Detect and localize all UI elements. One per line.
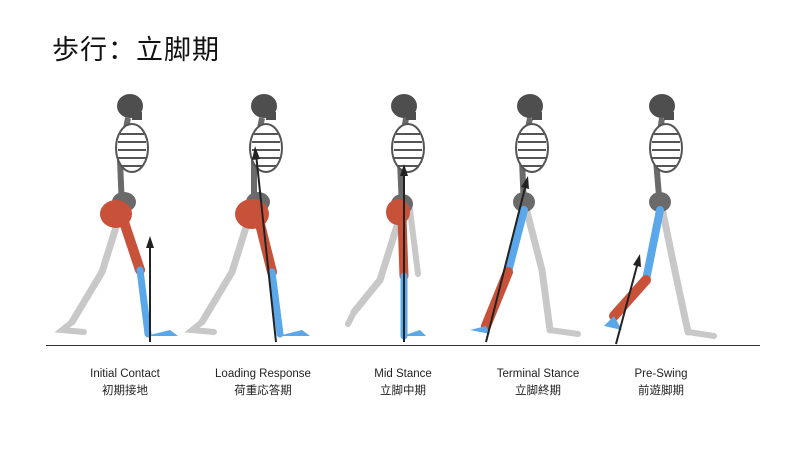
caption-terminal-stance: Terminal Stance 立脚終期 bbox=[463, 366, 613, 399]
caption-mid-stance: Mid Stance 立脚中期 bbox=[328, 366, 478, 399]
caption-ja: 立脚中期 bbox=[380, 383, 426, 397]
caption-ja: 立脚終期 bbox=[515, 383, 561, 397]
caption-pre-swing: Pre-Swing 前遊脚期 bbox=[586, 366, 736, 399]
skeleton-pre-swing bbox=[604, 94, 717, 345]
caption-ja: 初期接地 bbox=[102, 383, 148, 397]
figure-initial-contact bbox=[54, 90, 210, 352]
skeleton-mid-stance bbox=[345, 94, 426, 342]
skeleton-terminal-stance bbox=[470, 94, 581, 343]
caption-loading-response: Loading Response 荷重応答期 bbox=[188, 366, 338, 399]
page-title: 歩行：立脚期 bbox=[52, 35, 220, 66]
figure-mid-stance bbox=[330, 90, 480, 352]
caption-en: Initial Contact bbox=[90, 368, 160, 380]
caption-ja: 荷重応答期 bbox=[234, 383, 292, 397]
caption-en: Loading Response bbox=[215, 368, 311, 380]
figure-loading-response bbox=[184, 90, 340, 352]
figure-pre-swing bbox=[590, 90, 740, 352]
ground-line bbox=[46, 345, 760, 346]
caption-en: Pre-Swing bbox=[634, 368, 688, 380]
caption-en: Terminal Stance bbox=[496, 368, 580, 380]
skeleton-loading-response bbox=[184, 94, 310, 343]
caption-initial-contact: Initial Contact 初期接地 bbox=[50, 366, 200, 399]
caption-ja: 前遊脚期 bbox=[638, 383, 684, 397]
caption-en: Mid Stance bbox=[374, 368, 432, 380]
skeleton-initial-contact bbox=[54, 94, 178, 342]
figure-terminal-stance bbox=[456, 90, 606, 352]
